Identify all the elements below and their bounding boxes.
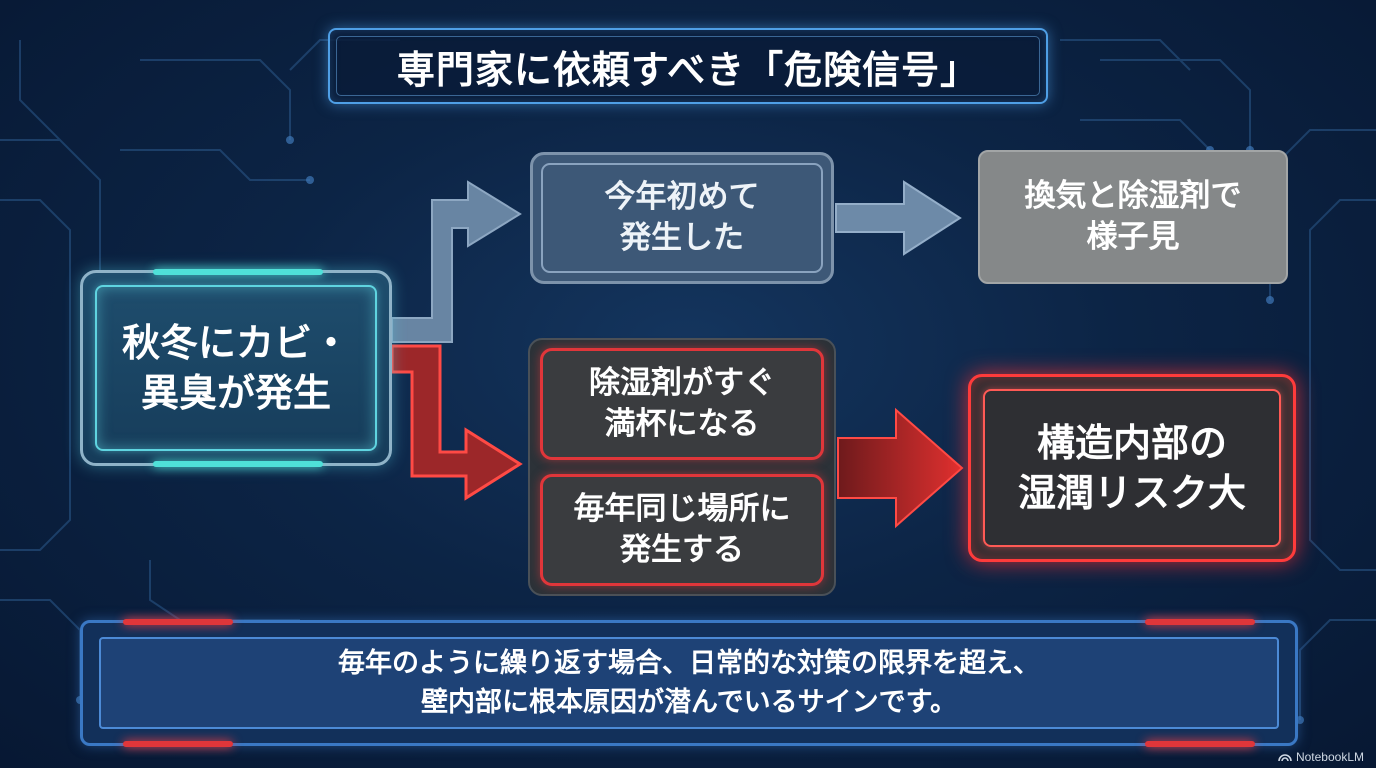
footer-accent-br — [1145, 741, 1255, 747]
arrow-to-risk — [837, 407, 964, 529]
arrow-to-warnings — [390, 344, 523, 501]
teal-accent-top — [153, 269, 323, 275]
warning-node-dehumidifier: 除湿剤がすぐ 満杯になる — [540, 348, 824, 460]
arrow-to-first-time — [391, 180, 522, 343]
footer-text: 毎年のように繰り返す場合、日常的な対策の限界を超え、 壁内部に根本原因が潜んでい… — [338, 647, 1040, 718]
first-time-node-label: 今年初めて 発生した — [604, 179, 760, 256]
warning-node-recurring-label: 毎年同じ場所に 発生する — [573, 491, 791, 568]
footer-accent-bl — [123, 741, 233, 747]
notebooklm-icon — [1278, 754, 1292, 762]
wait-and-see-node: 換気と除湿剤で 様子見 — [978, 150, 1288, 284]
title-banner: 専門家に依頼すべき「危険信号」 — [328, 28, 1048, 104]
footer-banner: 毎年のように繰り返す場合、日常的な対策の限界を超え、 壁内部に根本原因が潜んでい… — [80, 619, 1298, 747]
wait-and-see-node-label: 換気と除湿剤で 様子見 — [1024, 178, 1242, 255]
source-node-label: 秋冬にカビ・ 異臭が発生 — [121, 320, 350, 415]
risk-node: 構造内部の 湿潤リスク大 — [968, 374, 1296, 562]
warning-node-dehumidifier-label: 除湿剤がすぐ 満杯になる — [589, 365, 775, 442]
page-title: 専門家に依頼すべき「危険信号」 — [396, 47, 980, 92]
warning-node-recurring: 毎年同じ場所に 発生する — [540, 474, 824, 586]
brand-watermark: NotebookLM — [1278, 750, 1364, 764]
risk-node-label: 構造内部の 湿潤リスク大 — [1017, 420, 1246, 515]
brand-label: NotebookLM — [1295, 750, 1364, 764]
first-time-node: 今年初めて 発生した — [530, 152, 834, 284]
arrow-to-wait — [835, 180, 962, 256]
footer-accent-tl — [123, 619, 233, 625]
source-node: 秋冬にカビ・ 異臭が発生 — [80, 269, 392, 467]
footer-accent-tr — [1145, 619, 1255, 625]
teal-accent-bottom — [153, 461, 323, 467]
